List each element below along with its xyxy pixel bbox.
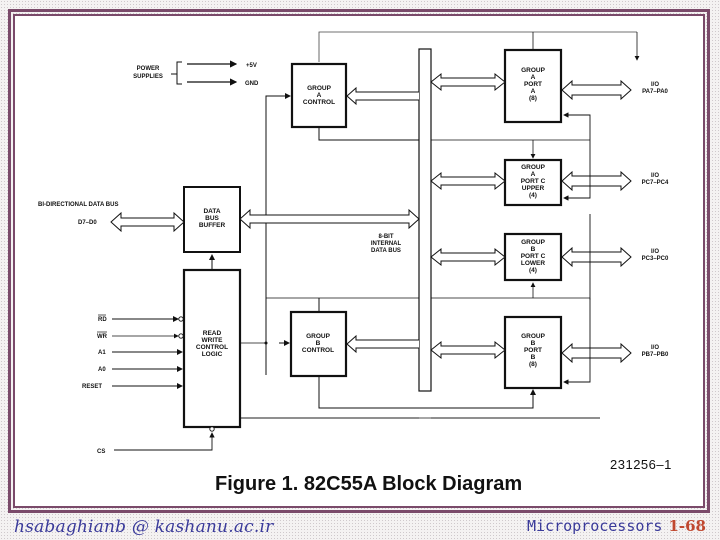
- data-bus-pins: D7–D0: [78, 220, 97, 226]
- io-label-port-c-lower: I/O: [651, 249, 659, 255]
- block-label: PORT C: [521, 178, 546, 185]
- block-label: UPPER: [522, 185, 545, 192]
- block-label: GROUP: [521, 67, 546, 74]
- block-label: GROUP: [521, 164, 546, 171]
- slide-frame-outer: [8, 9, 710, 513]
- block-label: CONTROL: [303, 99, 335, 106]
- internal-bus-label: INTERNAL: [371, 241, 402, 247]
- io-label-port-b: I/O: [651, 345, 659, 351]
- wr-pin-label: WR: [97, 334, 108, 340]
- block-label: CONTROL: [196, 344, 228, 351]
- read-write-control-logic-block: [182, 268, 242, 429]
- block-label: (4): [529, 192, 537, 199]
- block-label: A: [531, 88, 536, 95]
- a1-pin-label: A1: [98, 350, 106, 356]
- block-label: BUS: [205, 215, 219, 222]
- block-label: PORT: [524, 347, 542, 354]
- internal-bus-label: 8-BIT: [379, 234, 394, 240]
- power-label-1: POWER: [137, 66, 160, 72]
- block-label: B: [531, 354, 536, 361]
- group-b-port-b-block: [503, 315, 563, 390]
- io-label-port-c-upper: I/O: [651, 173, 659, 179]
- block-label: GROUP: [307, 85, 332, 92]
- block-label: (8): [529, 361, 537, 368]
- io-pins-port-c-lower: PC3–PC0: [642, 256, 669, 262]
- io-pins-port-c-upper: PC7–PC4: [642, 180, 669, 186]
- block-label: A: [317, 92, 322, 99]
- block-label: WRITE: [202, 337, 224, 344]
- io-pins-port-a: PA7–PA0: [642, 89, 668, 95]
- block-label: A: [531, 74, 536, 81]
- vcc-label: +5V: [246, 63, 257, 69]
- block-label: DATA: [203, 208, 220, 215]
- block-label: B: [531, 246, 536, 253]
- group-a-port-c-upper-block: [503, 158, 563, 207]
- block-label: BUFFER: [199, 222, 226, 229]
- block-label: READ: [203, 330, 222, 337]
- block-label: PORT: [524, 81, 542, 88]
- block-label: B: [531, 340, 536, 347]
- rd-pin-label: RD: [98, 317, 107, 323]
- block-label: GROUP: [306, 333, 331, 340]
- power-label-2: SUPPLIES: [133, 74, 163, 80]
- footer-email: hsabaghianb @ kashanu.ac.ir: [14, 517, 274, 537]
- footer-course-name: Microprocessors: [526, 517, 663, 535]
- power-supplies: POWER SUPPLIES +5V GND: [133, 60, 259, 87]
- control-inputs: RD WR A1 A0 RESET CS: [82, 314, 215, 455]
- io-pins-port-b: PB7–PB0: [642, 352, 669, 358]
- block-label: PORT C: [521, 253, 546, 260]
- footer-course: Microprocessors 1-68: [527, 517, 706, 535]
- block-label: (8): [529, 95, 537, 102]
- internal-bus-label: DATA BUS: [371, 248, 401, 254]
- block-label: LOGIC: [202, 351, 223, 358]
- cs-pin-label: CS: [97, 449, 105, 455]
- a0-pin-label: A0: [98, 367, 106, 373]
- block-label: A: [531, 171, 536, 178]
- block-label: GROUP: [521, 239, 546, 246]
- figure-id: 231256–1: [610, 457, 672, 472]
- figure-title: Figure 1. 82C55A Block Diagram: [215, 473, 523, 495]
- internal-data-bus-bar: [418, 48, 432, 392]
- block-label: LOWER: [521, 260, 545, 267]
- reset-pin-label: RESET: [82, 384, 102, 390]
- gnd-label: GND: [245, 81, 259, 87]
- footer-page-number: 1-68: [668, 517, 706, 535]
- io-label-port-a: I/O: [651, 82, 659, 88]
- block-label: B: [316, 340, 321, 347]
- data-bus-label: BI-DIRECTIONAL DATA BUS: [38, 202, 118, 208]
- group-a-port-a-block: [503, 48, 563, 124]
- block-label: GROUP: [521, 333, 546, 340]
- block-label: CONTROL: [302, 347, 334, 354]
- block-label: (4): [529, 267, 537, 274]
- data-bus-buffer-block: [183, 186, 241, 253]
